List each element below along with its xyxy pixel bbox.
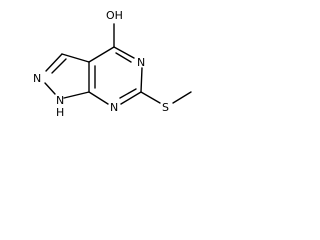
bond-c4-n5 [113,46,135,59]
atom-label-hydroxyl: OH [106,9,123,22]
bond-n5-c6 [140,67,143,93]
bond-c4-c3a [88,46,115,63]
atom-label-n7: N [110,101,118,114]
atom-label-n2: N [33,72,41,85]
bond-c3-n2 [45,53,63,72]
bond-c6-s [140,91,161,104]
bond-c6-n7 [120,91,142,105]
atom-label-n1: N [56,94,64,107]
structure-canvas: OH N N N N H S [0,0,210,139]
molecule-diagram: OH N N N N H S [33,9,192,119]
bond-c3-n2-double [51,58,67,74]
bond-c3a-c3 [61,53,90,63]
bond-n7-c7a [88,91,109,105]
bond-n2-n1 [44,82,56,95]
atom-labels: OH N N N N H S [33,9,169,119]
atom-label-n5: N [137,56,145,69]
atom-label-sulfur: S [162,101,169,114]
bond-c6-n7-double [119,88,137,99]
atom-label-n1-hydrogen: H [56,106,64,119]
bond-c4-n5-double [115,52,132,63]
bonds [44,23,192,105]
bond-s-ch3 [172,91,192,104]
bond-n1-c7a [63,91,90,99]
